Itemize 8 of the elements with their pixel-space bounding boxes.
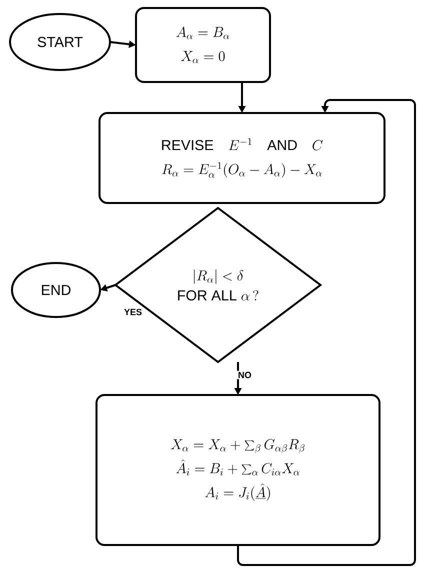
process-box: $X_\alpha = X_\alpha + \sum_\beta G_{\alpha\beta} R_\beta$ $\hat{A}_i = B_i + \sum_\alpha C_{i\alpha} X_\alpha$ $A_i = J_i(\underline{\hat{A}})$ — [96, 394, 380, 546]
edge-label: YES — [123, 308, 143, 316]
terminal-oval: END — [11, 262, 101, 318]
process-box: $A_\alpha = B_\alpha$ $X_\alpha = 0$ — [135, 7, 271, 83]
process-box: $\mathrm{REVISE}\quad E^{-1}\quad \mathrm{AND}\quad C$ $R_\alpha = E^{-1}_\alpha (O_\alpha - A_\alpha) - X_\alpha$ — [98, 112, 386, 204]
edge-label: NO — [237, 370, 252, 380]
loop-arrow — [237, 99, 416, 566]
terminal-oval: START — [9, 13, 111, 71]
